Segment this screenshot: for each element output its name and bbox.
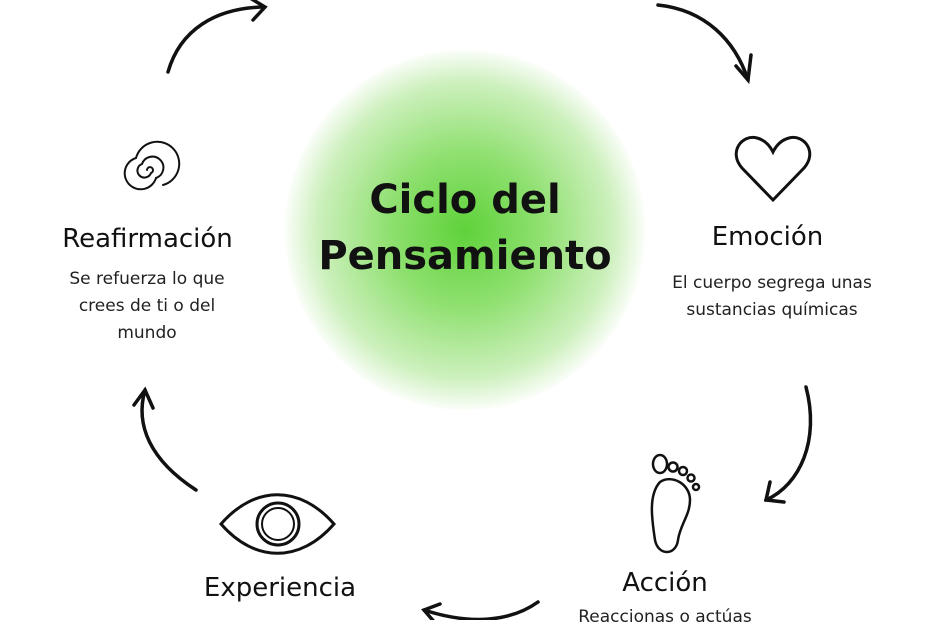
spiral-icon [123,140,181,191]
step-desc-reafirmacion: Se refuerza lo que crees de ti o del mun… [69,269,225,343]
arrow-to-emocion [656,3,753,85]
eye-icon [219,493,336,555]
step-label-accion: Acción [622,568,708,598]
arrow-reafirmacion-to-top [166,0,268,74]
step-desc-accion: Reaccionas o actúas [578,607,752,627]
title-line-1: Ciclo del [369,177,561,223]
heart-icon [734,135,812,203]
title-line-2: Pensamiento [318,233,612,279]
step-label-experiencia: Experiencia [203,573,357,603]
center-glow [285,50,645,410]
step-label-emocion: Emoción [711,222,824,252]
arrow-emocion-to-accion [763,385,813,504]
diagram-title: Ciclo del Pensamiento [290,172,640,284]
step-label-reafirmacion: Reafirmación [62,224,233,254]
foot-icon [650,453,701,554]
arrow-experiencia-to-reafirmacion [132,386,198,492]
arrow-accion-to-experiencia [421,600,540,620]
step-desc-emocion: El cuerpo segrega unas sustancias químic… [672,273,872,320]
